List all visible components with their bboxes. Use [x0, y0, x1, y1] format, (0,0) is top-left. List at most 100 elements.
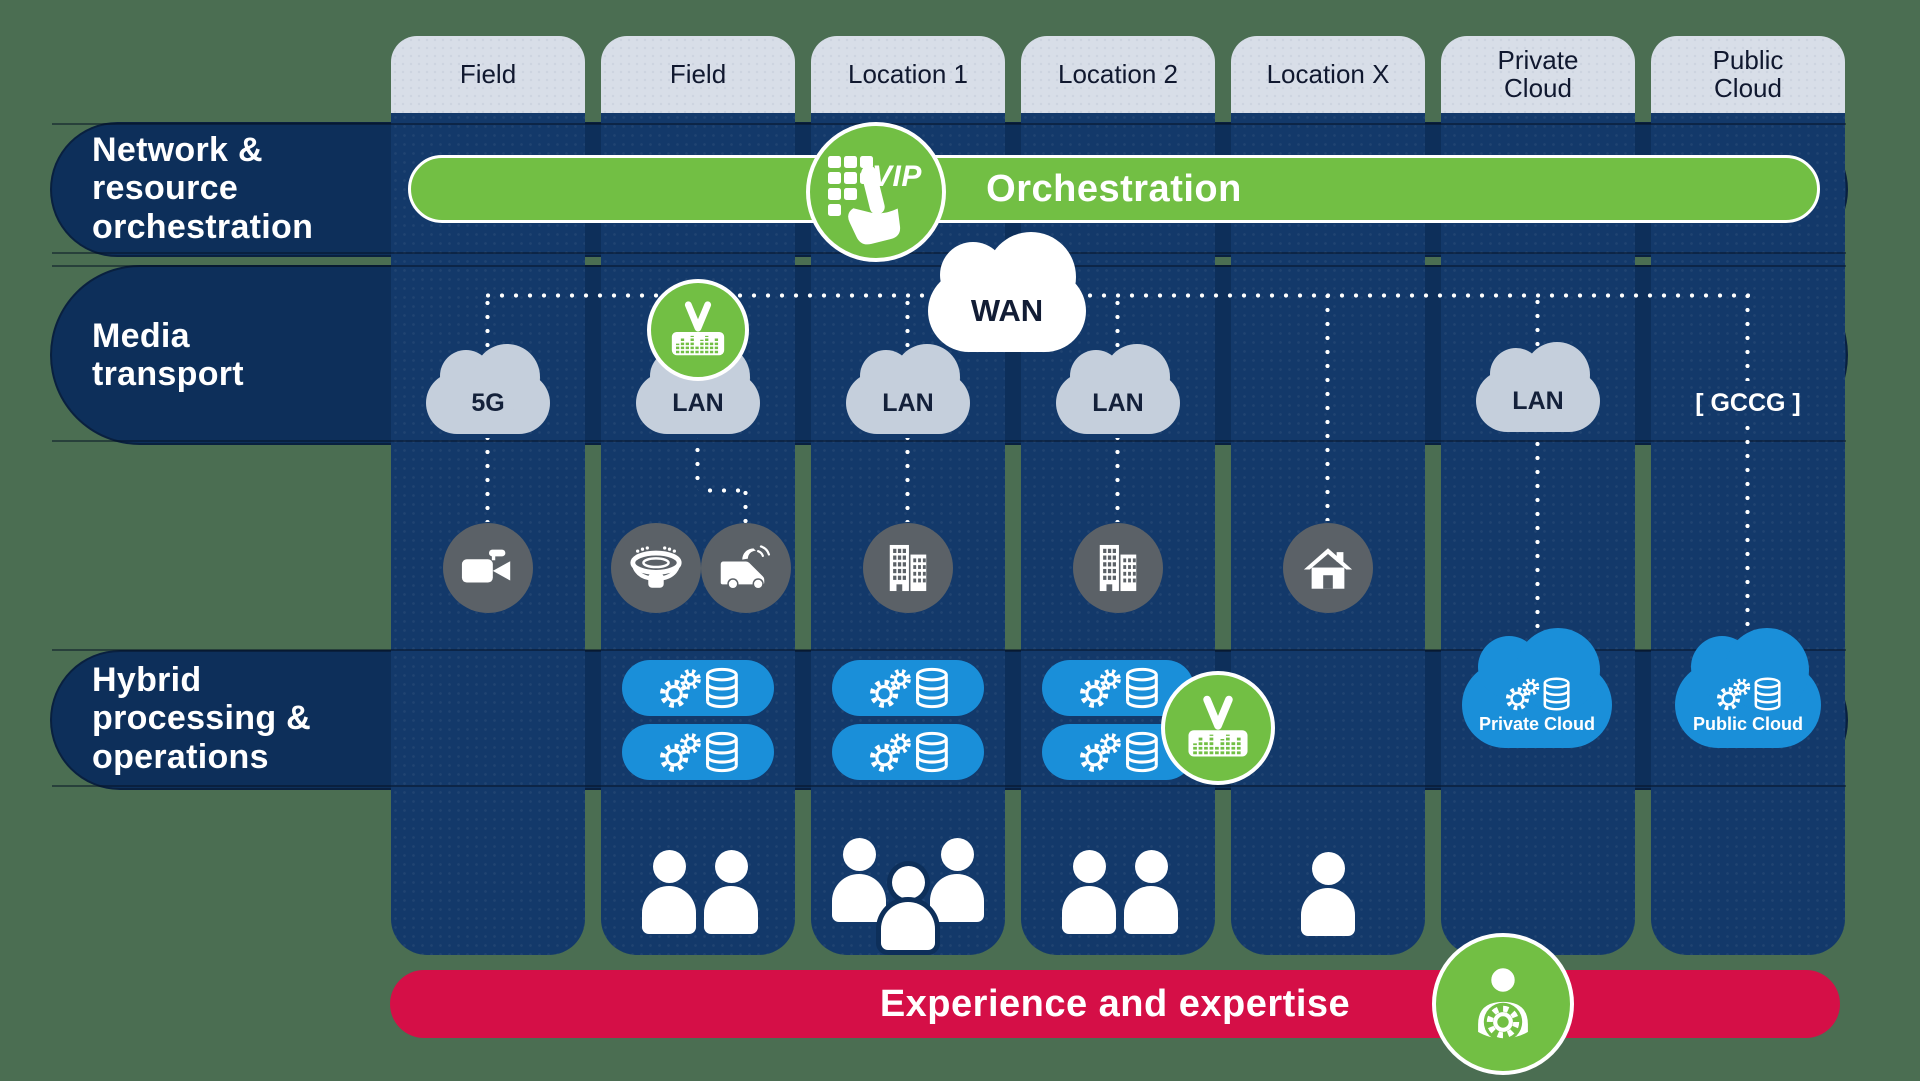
person-icon	[1062, 850, 1116, 934]
gear-database-icon	[654, 730, 742, 774]
person-icon	[832, 838, 886, 922]
device-satellite-truck	[701, 523, 791, 613]
person-icon	[930, 838, 984, 922]
person-icon	[704, 850, 758, 934]
people-group-field-2	[642, 850, 758, 940]
expertise-badge	[1432, 933, 1574, 1075]
processing-pill-location-1-a	[832, 660, 984, 716]
office-buildings-icon	[1099, 544, 1137, 592]
vip-touch-keypad-icon	[828, 156, 901, 245]
gear-database-icon	[864, 730, 952, 774]
row-edge	[52, 649, 1846, 651]
person-icon	[642, 850, 696, 934]
v-equalizer-badge-media	[647, 279, 749, 381]
row-label-hybrid-processing: Hybrid processing & operations	[92, 661, 311, 776]
gear-database-icon	[1711, 676, 1785, 712]
dotted-line-jog-truck	[743, 490, 748, 524]
dotted-line-public-gccg	[1745, 295, 1750, 381]
processing-pill-location-1-b	[832, 724, 984, 780]
transport-label: LAN	[1512, 386, 1564, 415]
private-cloud-label: Private Cloud	[1478, 713, 1596, 734]
dotted-line-location1-lan	[905, 295, 910, 367]
column-header-label: Private Cloud	[1497, 45, 1579, 103]
row-label-media-transport: Media transport	[92, 317, 244, 394]
transport-cloud-field-2: LAN	[636, 344, 760, 434]
column-header-label: Field	[669, 58, 727, 89]
column-header-field-2: Field	[601, 36, 795, 113]
column-header-label: Location 1	[848, 58, 968, 89]
column-header-label: Location X	[1266, 58, 1390, 89]
device-camera	[443, 523, 533, 613]
dotted-line-5g-camera	[485, 438, 490, 522]
public-cloud-label: Public Cloud	[1693, 713, 1803, 734]
people-group-location-2	[1062, 850, 1178, 940]
wan-cloud: WAN	[928, 232, 1086, 352]
device-buildings-location-2	[1073, 523, 1163, 613]
gear-database-icon	[864, 666, 952, 710]
experience-bar: Experience and expertise	[390, 970, 1840, 1038]
transport-cloud-private: LAN	[1476, 342, 1600, 432]
column-header-field-1: Field	[391, 36, 585, 113]
dotted-line-locationx-house	[1325, 295, 1330, 521]
dotted-line-lan-jog	[698, 488, 750, 493]
v-equalizer-icon	[667, 299, 729, 361]
dotted-line-lan-down	[695, 438, 700, 490]
transport-cloud-field-1: 5G	[426, 344, 550, 434]
wan-label: WAN	[970, 293, 1044, 328]
office-buildings-icon	[889, 544, 927, 592]
v-equalizer-badge-hybrid	[1161, 671, 1275, 785]
orchestration-label: Orchestration	[986, 167, 1242, 210]
orchestration-bar: Orchestration	[408, 155, 1820, 223]
gear-database-icon	[1500, 676, 1574, 712]
column-header-public-cloud: Public Cloud	[1651, 36, 1845, 113]
public-cloud-processing: Public Cloud	[1675, 628, 1821, 748]
column-header-location-x: Location X	[1231, 36, 1425, 113]
row-edge	[52, 785, 1846, 787]
column-header-location-1: Location 1	[811, 36, 1005, 113]
experience-label: Experience and expertise	[879, 982, 1351, 1025]
vip-label: VIP	[872, 160, 922, 193]
device-stadium	[611, 523, 701, 613]
dotted-line-gccg-publiccloud	[1745, 424, 1750, 628]
gear-database-icon	[1074, 730, 1162, 774]
transport-label: 5G	[471, 388, 505, 417]
column-header-private-cloud: Private Cloud	[1441, 36, 1635, 113]
dotted-line-lan-buildings-1	[905, 438, 910, 522]
column-header-location-2: Location 2	[1021, 36, 1215, 113]
transport-cloud-location-2: LAN	[1056, 344, 1180, 434]
dotted-line-lan-buildings-2	[1115, 438, 1120, 522]
person-icon	[881, 866, 935, 950]
row-edge	[52, 440, 1846, 442]
person-icon	[1301, 852, 1355, 936]
device-buildings-location-1	[863, 523, 953, 613]
transport-cloud-location-1: LAN	[846, 344, 970, 434]
vip-orchestration-badge: VIP	[806, 122, 946, 262]
transport-label: LAN	[672, 388, 724, 417]
dotted-line-field1-5g	[485, 295, 490, 367]
dotted-line-private-lan	[1535, 295, 1540, 365]
transport-label: LAN	[882, 388, 934, 417]
satellite-truck-icon	[720, 545, 771, 590]
people-group-location-1	[832, 838, 984, 950]
house-icon	[1303, 547, 1353, 589]
processing-pill-field-2-b	[622, 724, 774, 780]
video-camera-icon	[461, 549, 511, 583]
private-cloud-processing: Private Cloud	[1462, 628, 1612, 748]
dotted-line-location2-lan	[1115, 295, 1120, 367]
column-header-label: Location 2	[1058, 58, 1178, 89]
row-label-network-orchestration: Network & resource orchestration	[92, 131, 314, 246]
gear-database-icon	[1074, 666, 1162, 710]
stadium-icon	[630, 545, 682, 588]
v-equalizer-icon	[1183, 693, 1253, 763]
person-gear-icon	[1475, 965, 1531, 1042]
column-header-label: Public Cloud	[1712, 45, 1784, 103]
person-icon	[1124, 850, 1178, 934]
device-house	[1283, 523, 1373, 613]
row-edge	[52, 123, 1846, 125]
column-header-label: Field	[459, 58, 517, 89]
gccg-label: [ GCCG ]	[1695, 389, 1801, 417]
people-group-location-x	[1301, 852, 1355, 942]
dotted-line-lan-privatecloud	[1535, 436, 1540, 648]
transport-label: LAN	[1092, 388, 1144, 417]
